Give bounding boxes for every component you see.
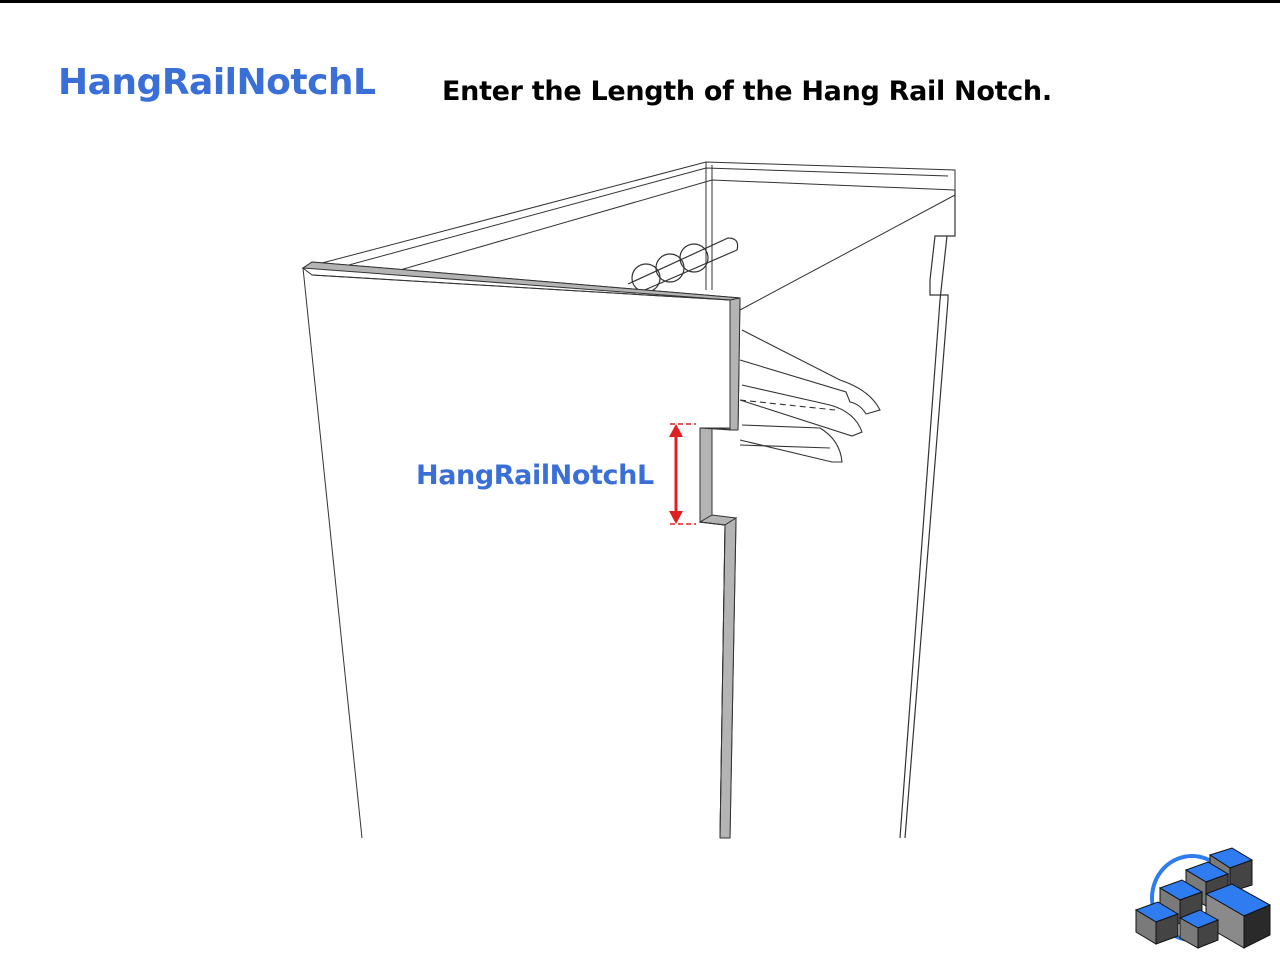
top-border-rule bbox=[0, 0, 1280, 3]
hangers bbox=[739, 329, 881, 463]
front-end-panel bbox=[301, 261, 741, 839]
arrow-down-icon bbox=[669, 511, 683, 524]
notch-length-dimension bbox=[669, 423, 696, 525]
hang-rail-rod bbox=[627, 237, 739, 293]
parameter-title: HangRailNotchL bbox=[58, 62, 376, 103]
dimension-label: HangRailNotchL bbox=[416, 460, 654, 491]
back-frame-lines bbox=[302, 161, 956, 311]
arrow-up-icon bbox=[669, 424, 683, 437]
cube-cluster-logo-icon bbox=[1134, 847, 1272, 949]
right-side-panel bbox=[899, 190, 956, 839]
instruction-text: Enter the Length of the Hang Rail Notch. bbox=[442, 76, 1052, 107]
